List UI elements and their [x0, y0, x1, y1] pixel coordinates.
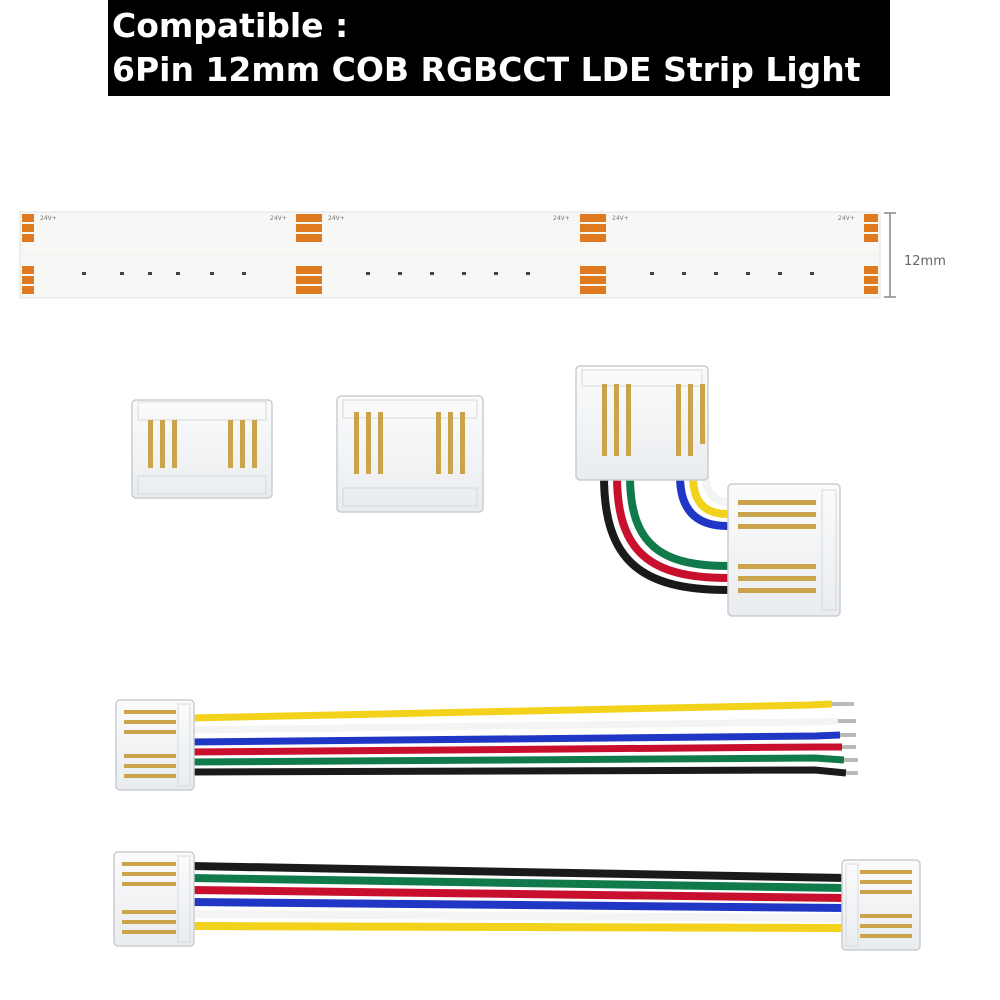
pad-label: 24V+ — [328, 215, 345, 222]
pad-label: 24V+ — [553, 215, 570, 222]
dimension-marker — [884, 212, 896, 298]
l-shape-connector — [575, 365, 841, 617]
strip-to-strip-connector — [131, 399, 273, 499]
copper-pads-left — [22, 214, 34, 294]
pigtail-cable — [115, 699, 858, 791]
strip-to-strip-connector-large — [336, 395, 484, 513]
title-line-1: Compatible : — [112, 6, 349, 45]
pad-label: 24V+ — [612, 215, 629, 222]
pad-label: 24V+ — [270, 215, 287, 222]
pad-label: 24V+ — [40, 215, 57, 222]
copper-pads-cut-2 — [580, 214, 606, 294]
copper-pads-right — [864, 214, 878, 294]
extension-cable — [113, 851, 921, 951]
copper-pads-cut-1 — [296, 214, 322, 294]
resistor-marks — [82, 272, 814, 275]
pad-label: 24V+ — [838, 215, 855, 222]
title-line-2: 6Pin 12mm COB RGBCCT LDE Strip Light — [112, 50, 861, 89]
cob-led-strip: 24V+ 24V+ 24V+ 24V+ 24V+ 24V+ 12mm — [19, 211, 946, 299]
strip-width-label: 12mm — [904, 254, 946, 269]
title-banner: Compatible : 6Pin 12mm COB RGBCCT LDE St… — [108, 0, 890, 96]
